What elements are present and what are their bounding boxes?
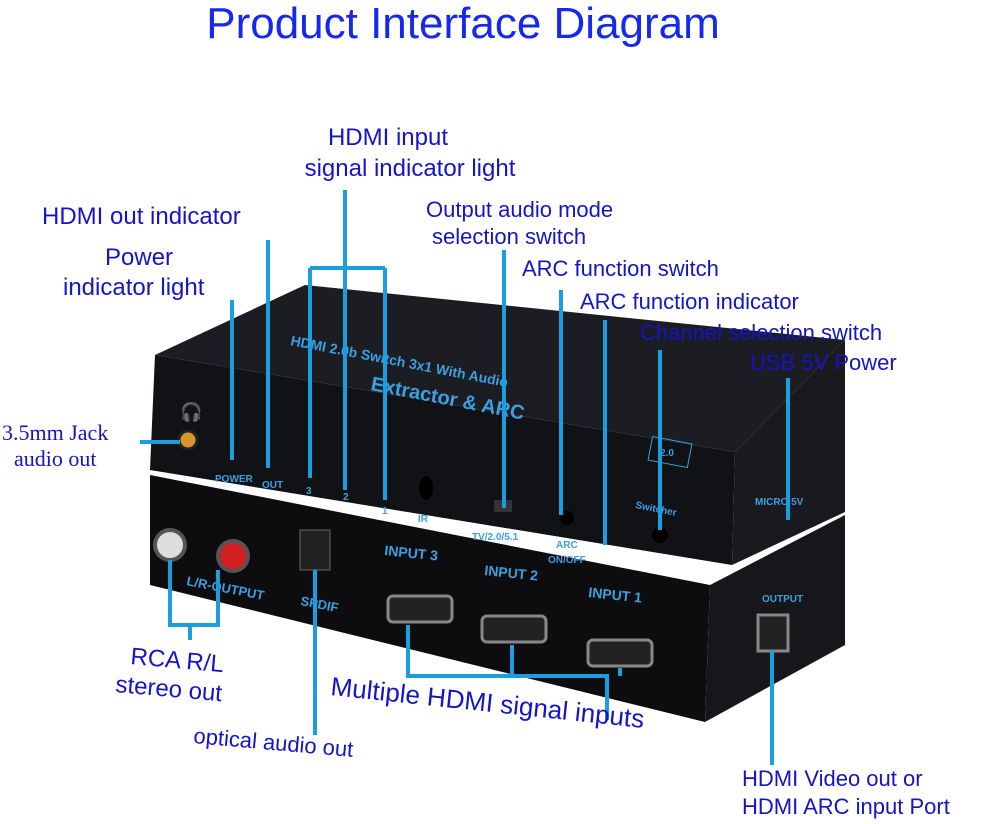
rca-white-port [153, 528, 187, 562]
label-jack-line2: audio out [14, 446, 97, 471]
input3-led-label: 3 [306, 486, 312, 497]
arc-label: ARC [556, 540, 578, 551]
label-hdmi-input: HDMI input [328, 124, 448, 151]
label-hdmi-video-out-line2: HDMI ARC input Port [742, 794, 950, 819]
hdmi-output-port [756, 613, 790, 653]
label-power-line2: indicator light [63, 274, 205, 301]
label-hdmi-video-out: HDMI Video out or [742, 766, 923, 791]
label-audio-mode-line2: selection switch [432, 224, 586, 249]
arc-switch [560, 511, 574, 525]
label-power: Power [105, 244, 173, 271]
spdif-port [299, 529, 331, 571]
version-badge-text: 2.0 [660, 448, 674, 459]
arc-onoff-label: ON/OFF [548, 555, 586, 566]
input3-label: INPUT 3 [384, 542, 439, 564]
label-arc-switch: ARC function switch [522, 256, 719, 281]
hdmi-input3-port [386, 594, 454, 624]
label-arc-indicator: ARC function indicator [580, 289, 799, 314]
label-optical: optical audio out [193, 723, 355, 762]
label-jack: 3.5mm Jack [2, 420, 108, 445]
version-badge [647, 435, 693, 469]
leader-lines [140, 190, 790, 765]
hdmi-input2-port [480, 614, 548, 644]
label-channel-switch: Channel selection switch [640, 320, 882, 345]
ir-receiver [419, 476, 433, 500]
input1-label: INPUT 1 [588, 584, 643, 606]
channel-switch-button [652, 527, 668, 543]
input2-led-label: 2 [343, 492, 349, 503]
top-unit-top-face [155, 285, 845, 452]
headphone-icon: 🎧 [180, 401, 202, 422]
input1-led-label: 1 [382, 506, 388, 517]
top-unit-front-face [150, 355, 735, 565]
label-usb-power: USB 5V Power [750, 350, 897, 375]
output-port-label: OUTPUT [762, 594, 803, 605]
input2-label: INPUT 2 [484, 562, 539, 584]
rca-red-port [216, 539, 250, 573]
micro-usb-label: MICRO 5V [755, 497, 804, 508]
headphone-jack [177, 429, 199, 451]
spdif-label: SPDIF [299, 593, 339, 615]
label-hdmi-input-line2: signal indicator light [305, 155, 516, 182]
page-title: Product Interface Diagram [206, 0, 720, 48]
device: HDMI 2.0b Switch 3x1 With Audio Extracto… [150, 285, 845, 722]
label-audio-mode: Output audio mode [426, 197, 613, 222]
power-led-label: POWER [215, 474, 254, 485]
out-led-label: OUT [262, 480, 283, 491]
hdmi-input1-port [586, 638, 654, 668]
label-hdmi-out-indicator: HDMI out indicator [42, 203, 241, 230]
ir-label: IR [418, 514, 429, 525]
mode-switch-label: TV/2.0/5.1 [472, 532, 519, 543]
